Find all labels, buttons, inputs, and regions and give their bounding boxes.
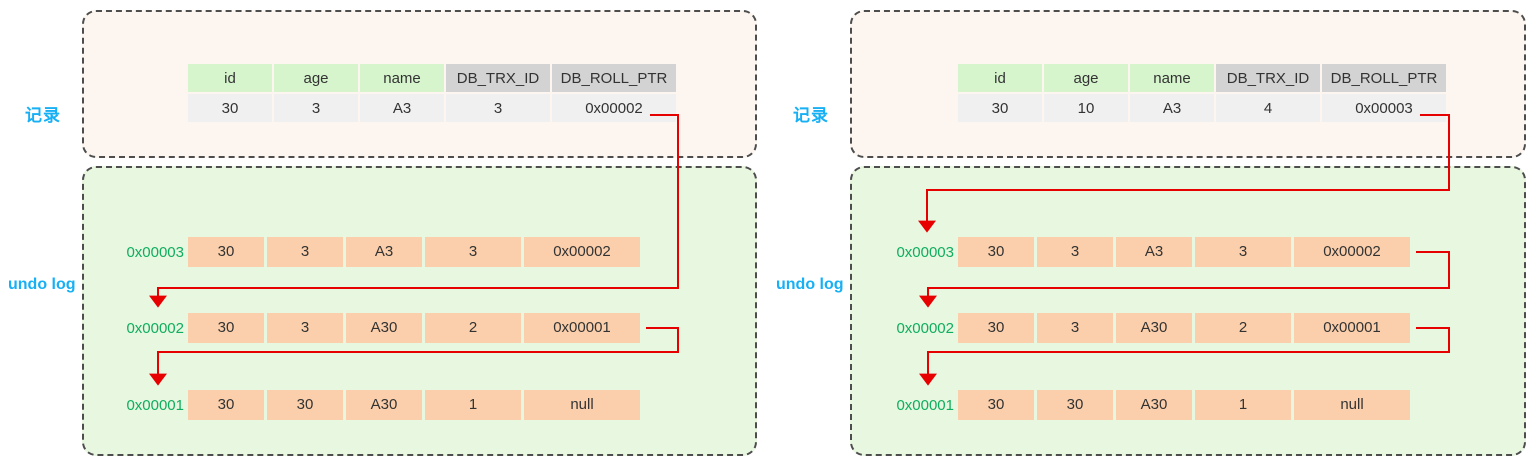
undo-cells: 30 3 A30 2 0x00001 [188,313,640,343]
undo-cell-db-trx-id: 2 [1195,313,1291,343]
header-name: name [360,64,444,92]
undo-ptr-label: 0x00002 [126,319,184,337]
record-table-left: id age name DB_TRX_ID DB_ROLL_PTR 30 3 A… [186,62,678,124]
undo-cell-id: 30 [958,313,1034,343]
cell-db-roll-ptr: 0x00003 [1322,94,1446,122]
undo-cell-db-roll-ptr: 0x00002 [1294,237,1410,267]
undo-cell-db-trx-id: 3 [425,237,521,267]
header-name: name [1130,64,1214,92]
undo-cells: 30 30 A30 1 null [958,390,1410,420]
undo-cell-db-roll-ptr: null [524,390,640,420]
header-db-roll-ptr: DB_ROLL_PTR [1322,64,1446,92]
header-db-trx-id: DB_TRX_ID [1216,64,1320,92]
header-age: age [1044,64,1128,92]
undo-ptr-label: 0x00001 [126,396,184,414]
table-data-row: 30 3 A3 3 0x00002 [188,94,676,122]
record-label-right: 记录 [793,106,829,125]
undo-cell-name: A3 [1116,237,1192,267]
header-db-trx-id: DB_TRX_ID [446,64,550,92]
undo-row-right-1: 0x00003 30 3 A3 3 0x00002 [892,237,1410,267]
header-id: id [188,64,272,92]
cell-id: 30 [958,94,1042,122]
undo-cells: 30 30 A30 1 null [188,390,640,420]
undo-row-left-1: 0x00003 30 3 A3 3 0x00002 [122,237,640,267]
undo-cell-id: 30 [188,313,264,343]
table-header-row: id age name DB_TRX_ID DB_ROLL_PTR [958,64,1446,92]
undo-cell-name: A30 [346,390,422,420]
undo-cell-id: 30 [188,237,264,267]
cell-name: A3 [360,94,444,122]
undo-cell-age: 3 [267,237,343,267]
undo-cell-id: 30 [958,237,1034,267]
undo-ptr-label: 0x00002 [896,319,954,337]
cell-age: 10 [1044,94,1128,122]
undo-cell-id: 30 [958,390,1034,420]
undo-cell-age: 30 [1037,390,1113,420]
undo-cell-name: A3 [346,237,422,267]
undo-cells: 30 3 A3 3 0x00002 [188,237,640,267]
undo-cell-db-trx-id: 2 [425,313,521,343]
undo-row-left-2: 0x00002 30 3 A30 2 0x00001 [122,313,640,343]
undo-ptr-label: 0x00003 [896,243,954,261]
undo-cell-name: A30 [1116,390,1192,420]
undo-cell-name: A30 [346,313,422,343]
header-id: id [958,64,1042,92]
undo-cell-db-trx-id: 1 [425,390,521,420]
undo-cell-name: A30 [1116,313,1192,343]
cell-db-trx-id: 4 [1216,94,1320,122]
header-db-roll-ptr: DB_ROLL_PTR [552,64,676,92]
cell-id: 30 [188,94,272,122]
cell-age: 3 [274,94,358,122]
undo-cells: 30 3 A30 2 0x00001 [958,313,1410,343]
record-label-left: 记录 [25,106,61,125]
undo-row-right-2: 0x00002 30 3 A30 2 0x00001 [892,313,1410,343]
table-data-row: 30 10 A3 4 0x00003 [958,94,1446,122]
undo-cell-db-roll-ptr: 0x00001 [524,313,640,343]
undo-cell-id: 30 [188,390,264,420]
undo-cell-db-roll-ptr: null [1294,390,1410,420]
undo-cell-db-trx-id: 3 [1195,237,1291,267]
table-header-row: id age name DB_TRX_ID DB_ROLL_PTR [188,64,676,92]
undo-cell-age: 3 [1037,313,1113,343]
undo-cell-db-roll-ptr: 0x00001 [1294,313,1410,343]
undo-log-label-right: undo log [776,276,844,293]
record-table-right: id age name DB_TRX_ID DB_ROLL_PTR 30 10 … [956,62,1448,124]
undo-cell-db-roll-ptr: 0x00002 [524,237,640,267]
undo-log-label-left: undo log [8,276,76,293]
undo-cell-age: 3 [267,313,343,343]
undo-row-right-3: 0x00001 30 30 A30 1 null [892,390,1410,420]
undo-ptr-label: 0x00001 [896,396,954,414]
cell-db-trx-id: 3 [446,94,550,122]
undo-cell-db-trx-id: 1 [1195,390,1291,420]
cell-db-roll-ptr: 0x00002 [552,94,676,122]
undo-row-left-3: 0x00001 30 30 A30 1 null [122,390,640,420]
header-age: age [274,64,358,92]
undo-ptr-label: 0x00003 [126,243,184,261]
undo-cell-age: 30 [267,390,343,420]
undo-cell-age: 3 [1037,237,1113,267]
cell-name: A3 [1130,94,1214,122]
undo-cells: 30 3 A3 3 0x00002 [958,237,1410,267]
